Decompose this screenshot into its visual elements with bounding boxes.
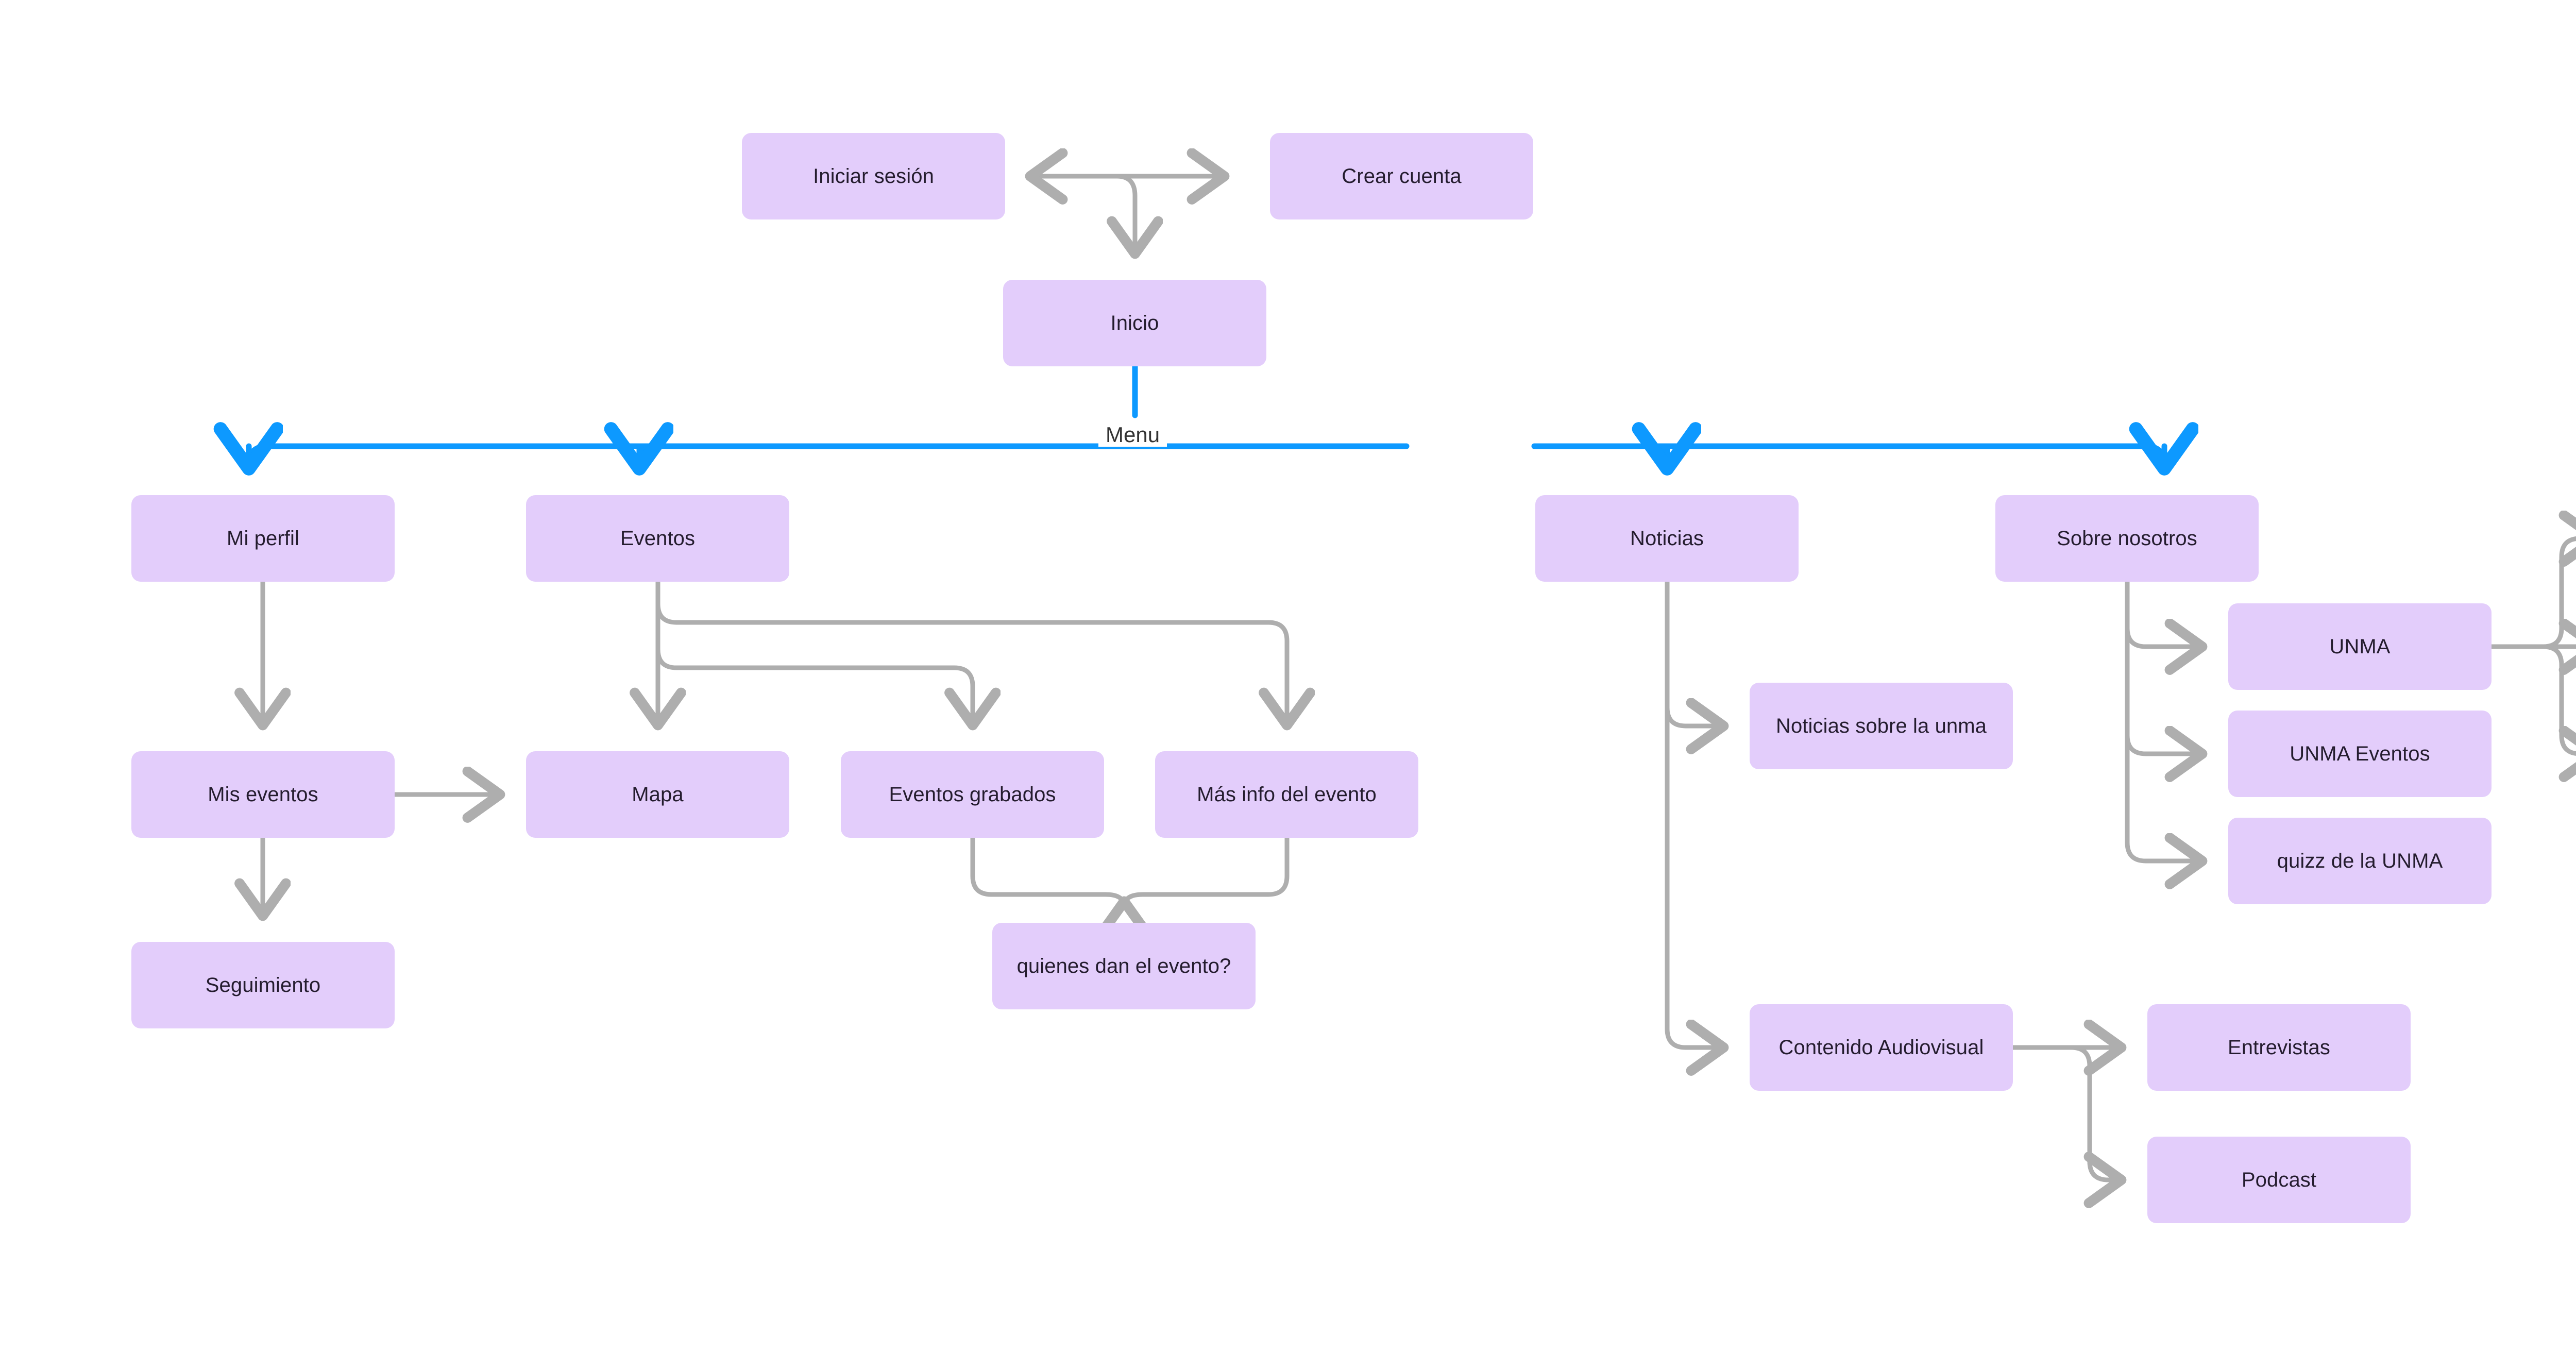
node-mas-info-del-evento[interactable]: Más info del evento	[1155, 751, 1418, 838]
edge-sobre-nosotros-quizz	[2125, 579, 2205, 861]
node-iniciar-sesion[interactable]: Iniciar sesión	[742, 133, 1005, 219]
edge-menu-to-eventos	[639, 446, 658, 471]
node-podcast[interactable]: Podcast	[2147, 1137, 2411, 1223]
node-entrevistas[interactable]: Entrevistas	[2147, 1004, 2411, 1091]
edge-eventos-grabados-quienes	[970, 835, 1124, 907]
node-mis-eventos[interactable]: Mis eventos	[131, 751, 395, 838]
edge-sobre-nosotros-unma	[2125, 579, 2205, 647]
edge-noticias-contenido	[1665, 579, 1726, 1047]
edge-login-junction-to-inicio	[1117, 174, 1135, 256]
node-quizz-de-la-unma[interactable]: quizz de la UNMA	[2228, 818, 2492, 904]
edge-label-menu: Menu	[1098, 423, 1167, 447]
node-seguimiento[interactable]: Seguimiento	[131, 942, 395, 1028]
node-crear-cuenta[interactable]: Crear cuenta	[1270, 133, 1533, 219]
node-unma-eventos[interactable]: UNMA Eventos	[2228, 711, 2492, 797]
node-sobre-nosotros[interactable]: Sobre nosotros	[1995, 495, 2259, 582]
edge-unma-contacto	[2540, 644, 2576, 754]
node-inicio[interactable]: Inicio	[1003, 280, 1266, 366]
node-noticias[interactable]: Noticias	[1535, 495, 1799, 582]
edge-unma-historia	[2540, 538, 2576, 649]
edge-menu-rail-right	[1531, 446, 2164, 471]
edge-sobre-nosotros-unma-eventos	[2125, 579, 2205, 754]
blue-edges	[249, 363, 2164, 471]
edge-noticias-noticias-unma	[1665, 579, 1726, 726]
node-mi-perfil[interactable]: Mi perfil	[131, 495, 395, 582]
node-mapa[interactable]: Mapa	[526, 751, 789, 838]
node-eventos-grabados[interactable]: Eventos grabados	[841, 751, 1104, 838]
node-eventos[interactable]: Eventos	[526, 495, 789, 582]
edge-menu-to-noticias	[1649, 446, 1667, 471]
node-noticias-sobre-la-unma[interactable]: Noticias sobre la unma	[1750, 683, 2013, 769]
node-contenido-audiovisual[interactable]: Contenido Audiovisual	[1750, 1004, 2013, 1091]
edge-eventos-eventos-grabados	[655, 579, 973, 728]
node-unma[interactable]: UNMA	[2228, 603, 2492, 690]
edge-contenido-podcast	[2069, 1045, 2124, 1180]
edge-menu-rail-left	[249, 446, 1410, 471]
edge-mas-info-quienes	[1124, 835, 1290, 907]
node-quienes-dan-el-evento[interactable]: quienes dan el evento?	[992, 923, 1256, 1009]
edge-eventos-mas-info	[655, 579, 1287, 728]
